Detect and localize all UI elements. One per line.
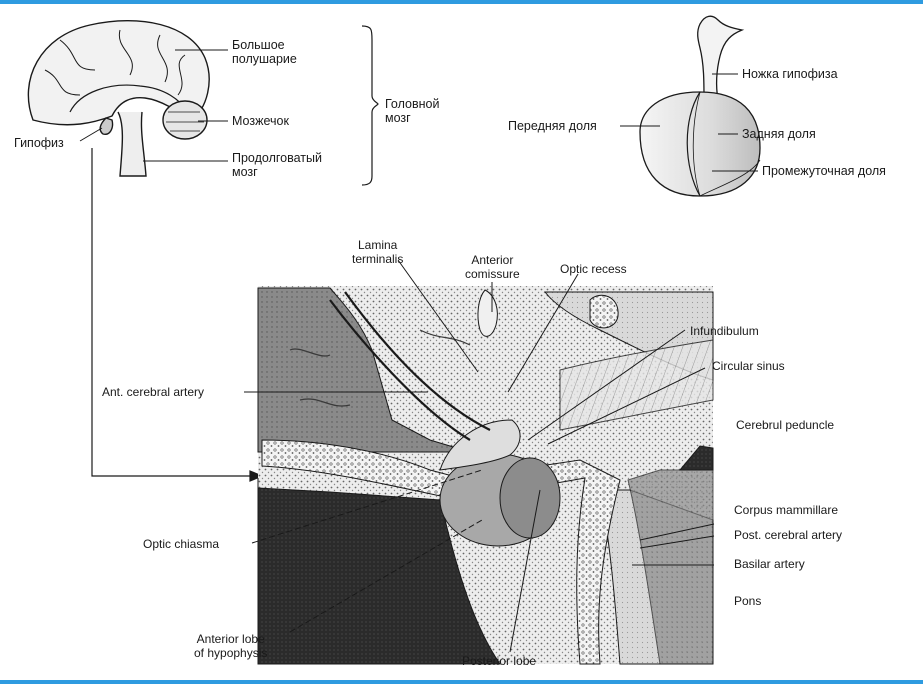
label-pituitary-stalk: Ножка гипофиза bbox=[742, 67, 838, 81]
label-anterior-lobe-ru: Передняя доля bbox=[508, 119, 597, 133]
label-corpus-mammillare: Corpus mammillare bbox=[734, 503, 838, 517]
label-posterior-lobe-ru: Задняя доля bbox=[742, 127, 816, 141]
label-optic-recess: Optic recess bbox=[560, 262, 627, 276]
label-lamina-terminalis: Lamina terminalis bbox=[352, 238, 403, 266]
label-infundibulum: Infundibulum bbox=[690, 324, 759, 338]
label-pituitary: Гипофиз bbox=[14, 136, 64, 150]
label-anterior-lobe-hypophysis: Anterior lobe of hypophysis bbox=[194, 632, 267, 660]
label-posterior-lobe: Posterior lobe bbox=[462, 654, 536, 668]
label-anterior-comissure: Anterior comissure bbox=[465, 253, 520, 281]
label-hemisphere: Большое полушарие bbox=[232, 38, 297, 66]
label-ant-cerebral-artery: Ant. cerebral artery bbox=[102, 385, 204, 399]
brain-illustration bbox=[28, 21, 209, 176]
label-pons: Pons bbox=[734, 594, 761, 608]
label-medulla: Продолговатый мозг bbox=[232, 151, 322, 179]
label-optic-chiasma: Optic chiasma bbox=[143, 537, 219, 551]
label-brain: Головной мозг bbox=[385, 97, 439, 125]
label-cerebral-peduncle: Cerebrul peduncle bbox=[736, 418, 834, 432]
label-post-cerebral-artery: Post. cerebral artery bbox=[734, 528, 842, 542]
label-intermediate-lobe: Промежуточная доля bbox=[762, 164, 886, 178]
label-circular-sinus: Circular sinus bbox=[712, 359, 785, 373]
label-cerebellum: Мозжечок bbox=[232, 114, 289, 128]
connector-arrow bbox=[92, 148, 262, 481]
brain-section-illustration bbox=[258, 286, 713, 664]
pituitary-illustration bbox=[640, 16, 760, 196]
label-basilar-artery: Basilar artery bbox=[734, 557, 805, 571]
